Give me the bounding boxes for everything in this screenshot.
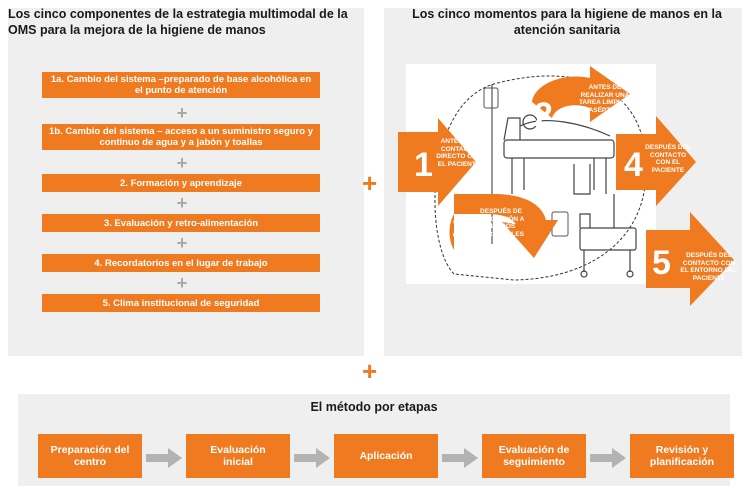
component-1b: 1b. Cambio del sistema – acceso a un sum… [42, 124, 320, 150]
stages-title: El método por etapas [310, 400, 438, 414]
stage-5-line1: Revisión y [655, 444, 709, 456]
component-5: 5. Clima institucional de seguridad [42, 294, 320, 312]
component-4: 4. Recordatorios en el lugar de trabajo [42, 254, 320, 272]
plus-separator: + [176, 193, 188, 213]
moments-title: Los cinco momentos para la higiene de ma… [412, 7, 722, 37]
stage-2-line2: inicial [223, 456, 253, 468]
plus-separator: + [176, 233, 188, 253]
moments-diagram: 1 2 3 4 5 [398, 64, 734, 306]
stage-5-line2: planificación [649, 456, 715, 468]
stage-arrow-icon [146, 448, 182, 468]
stage-4-line2: seguimiento [503, 456, 565, 468]
moment-2-label: ANTES DE REALIZAR UNA TAREA LIMPIA O ASÉ… [578, 84, 632, 114]
stage-4-line1: Evaluación de [498, 444, 570, 456]
moment-2-number: 2 [534, 96, 553, 134]
empty-bed-icon [579, 194, 637, 278]
bed-icon [503, 114, 615, 195]
moment-1-number: 1 [414, 146, 433, 184]
moment-1-arrow [398, 118, 476, 206]
stage-arrow-icon [590, 448, 626, 468]
component-2: 2. Formación y aprendizaje [42, 174, 320, 192]
stage-arrow-icon [294, 448, 330, 468]
moment-4-arrow [616, 116, 696, 206]
plus-connector-vertical: + [362, 356, 378, 386]
moment-4-number: 4 [624, 146, 643, 184]
components-title: Los cinco componentes de la estrategia m… [8, 7, 348, 37]
stage-3-line1: Aplicación [359, 450, 413, 462]
stage-3: Aplicación [334, 434, 438, 478]
stage-2-line1: Evaluación [210, 444, 266, 456]
plus-separator: + [176, 103, 188, 123]
component-1a: 1a. Cambio del sistema –preparado de bas… [42, 72, 320, 98]
moment-5-arrow [646, 212, 734, 306]
moment-5-label: DESPUÉS DEL CONTACTO CON EL ENTORNO DEL … [680, 252, 738, 282]
moment-3-number: 3 [452, 210, 471, 248]
moment-4-label: DESPUÉS DEL CONTACTO CON EL PACIENTE [645, 144, 691, 174]
plus-connector-horizontal: + [362, 168, 378, 198]
plus-separator: + [176, 153, 188, 173]
moment-3-label: DESPUÉS DE EXPOSICIÓN A FLUIDOS CORPORAL… [477, 208, 525, 238]
stage-1-line2: centro [73, 456, 107, 468]
component-3: 3. Evaluación y retro-alimentación [42, 214, 320, 232]
moment-2-arrow [532, 66, 630, 122]
moment-1-label: ANTES DEL CONTACTO DIRECTO CON EL PACIEN… [436, 138, 482, 168]
plus-separator: + [176, 273, 188, 293]
moment-5-number: 5 [652, 244, 671, 282]
iv-bag [483, 87, 499, 109]
stage-1-line1: Preparación del [50, 444, 130, 456]
stage-arrow-icon [442, 448, 478, 468]
moment-3-arrow [449, 194, 558, 258]
